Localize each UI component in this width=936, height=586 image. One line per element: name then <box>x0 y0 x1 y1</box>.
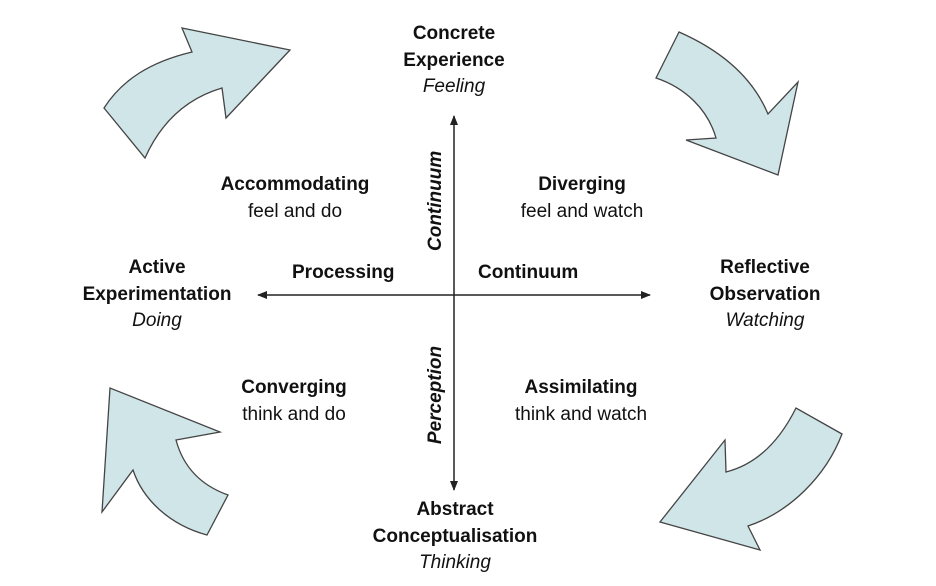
quadrant-bottom-left-desc: think and do <box>242 404 346 425</box>
quadrant-diverging: Diverging feel and watch <box>492 171 672 225</box>
pole-top-mode: Feeling <box>422 76 486 97</box>
axis-label-continuum-vertical: Continuum <box>425 150 446 251</box>
pole-active-experimentation: Active Experimentation Doing <box>54 254 260 334</box>
quadrant-bottom-right-desc: think and watch <box>514 404 648 425</box>
cycle-arrow-top-right <box>655 31 800 176</box>
pole-top-line1: Concrete <box>412 23 496 44</box>
pole-bottom-line2: Conceptualisation <box>372 526 538 547</box>
quadrant-bottom-left-name: Converging <box>241 377 347 398</box>
quadrant-top-left-name: Accommodating <box>220 174 370 195</box>
pole-reflective-observation: Reflective Observation Watching <box>680 254 850 334</box>
quadrant-top-right-name: Diverging <box>538 174 626 195</box>
pole-right-line1: Reflective <box>720 257 810 278</box>
pole-left-mode: Doing <box>132 310 182 331</box>
cycle-arrow-top-left <box>103 27 292 160</box>
pole-top-line2: Experience <box>403 50 505 71</box>
cycle-arrow-bottom-right <box>658 407 843 552</box>
pole-bottom-line1: Abstract <box>416 499 494 520</box>
quadrant-top-left-desc: feel and do <box>247 201 343 222</box>
quadrant-bottom-right-name: Assimilating <box>524 377 638 398</box>
pole-abstract-conceptualisation: Abstract Conceptualisation Thinking <box>330 496 580 576</box>
pole-concrete-experience: Concrete Experience Feeling <box>354 20 554 100</box>
quadrant-top-right-desc: feel and watch <box>520 201 644 222</box>
pole-right-mode: Watching <box>725 310 805 331</box>
axis-label-processing: Processing <box>292 262 395 283</box>
axis-label-continuum-horizontal: Continuum <box>478 262 579 283</box>
cycle-arrow-bottom-left <box>101 387 229 536</box>
pole-left-line1: Active <box>128 257 186 278</box>
pole-bottom-mode: Thinking <box>419 552 491 573</box>
pole-left-line2: Experimentation <box>82 284 232 305</box>
quadrant-assimilating: Assimilating think and watch <box>486 374 676 428</box>
axis-label-perception: Perception <box>425 345 446 445</box>
pole-right-line2: Observation <box>709 284 821 305</box>
quadrant-converging: Converging think and do <box>204 374 384 428</box>
quadrant-accommodating: Accommodating feel and do <box>190 171 400 225</box>
